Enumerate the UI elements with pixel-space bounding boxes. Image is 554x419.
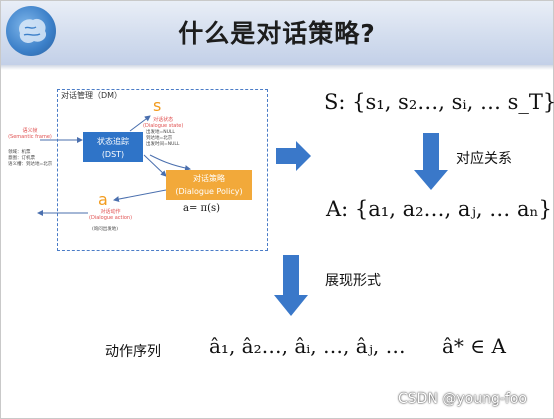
action-letter: a bbox=[98, 190, 108, 209]
dst-line2: (DST) bbox=[101, 150, 125, 159]
semantic-line: 语义槽：到达地=北京 bbox=[8, 162, 53, 167]
state-slot: 出发时间=NULL bbox=[146, 142, 180, 147]
sequence-label: 动作序列 bbox=[105, 344, 161, 360]
slide-header bbox=[1, 1, 553, 65]
dst-box: 状态追踪 (DST) bbox=[83, 132, 143, 162]
action-label: 对话动作 (Dialogue action) bbox=[89, 209, 132, 221]
watermark: CSDN @young-foo bbox=[398, 391, 527, 407]
form-label: 展现形式 bbox=[325, 273, 381, 289]
arrow-state-to-policy bbox=[149, 154, 191, 171]
state-set: S: {s₁, s₂…, sᵢ, … s_T} bbox=[324, 90, 554, 114]
down-arrow-form bbox=[274, 255, 308, 316]
dm-label: 对话管理（DM） bbox=[61, 91, 123, 100]
dst-line1: 状态追踪 bbox=[97, 137, 129, 146]
action-label-cn: 对话动作 bbox=[100, 209, 121, 215]
semantic-line: 领域：机票 bbox=[8, 150, 31, 155]
down-arrow-relation bbox=[414, 133, 448, 190]
slide-title: 什么是对话策略? bbox=[178, 19, 376, 48]
arrow-policy-to-action bbox=[113, 189, 167, 203]
relation-label: 对应关系 bbox=[456, 151, 512, 167]
semantic-label-cn: 语义帧 bbox=[22, 128, 38, 134]
action-sequence: â₁, â₂…, âᵢ, …, âⱼ, … bbox=[209, 334, 406, 358]
dm-dashed-box bbox=[57, 89, 268, 251]
policy-equation: a= π(s) bbox=[183, 203, 221, 214]
state-letter: s bbox=[153, 96, 162, 115]
action-label-en: (Dialogue action) bbox=[89, 215, 133, 221]
action-example: (询问出发地) bbox=[92, 227, 119, 232]
policy-line1: 对话策略 bbox=[193, 174, 225, 183]
arrow-dst-to-state bbox=[129, 115, 151, 132]
state-label-cn: 对话状态 bbox=[153, 117, 174, 123]
brain-logo-icon bbox=[6, 6, 56, 56]
big-right-arrow bbox=[276, 141, 311, 171]
semantic-label-en: (Semantic frame) bbox=[8, 134, 52, 140]
state-slots: 出发地=NULL 到达地=北京 出发时间=NULL bbox=[146, 130, 179, 148]
state-slot: 出发地=NULL bbox=[146, 130, 175, 135]
state-slot: 到达地=北京 bbox=[146, 136, 173, 141]
state-label: 对话状态 (Dialogue state) bbox=[143, 116, 183, 129]
semantic-frame-label: 语义帧 (Semantic frame) bbox=[6, 128, 54, 140]
header-shadow bbox=[1, 65, 553, 70]
state-label-en: (Dialogue state) bbox=[143, 123, 184, 129]
semantic-line: 意图：订机票 bbox=[8, 156, 35, 161]
semantic-frame-example: 领域：机票 意图：订机票 语义槽：到达地=北京 bbox=[8, 150, 52, 168]
action-membership: â* ∈ A bbox=[442, 334, 506, 358]
arrow-dst-to-policy bbox=[143, 154, 167, 177]
policy-box: 对话策略 (Dialogue Policy) bbox=[166, 170, 252, 200]
action-set: A: {a₁, a₂…, aⱼ, … aₙ} bbox=[326, 197, 552, 221]
policy-line2: (Dialogue Policy) bbox=[175, 187, 243, 196]
brain-logo-graphic bbox=[19, 18, 47, 44]
